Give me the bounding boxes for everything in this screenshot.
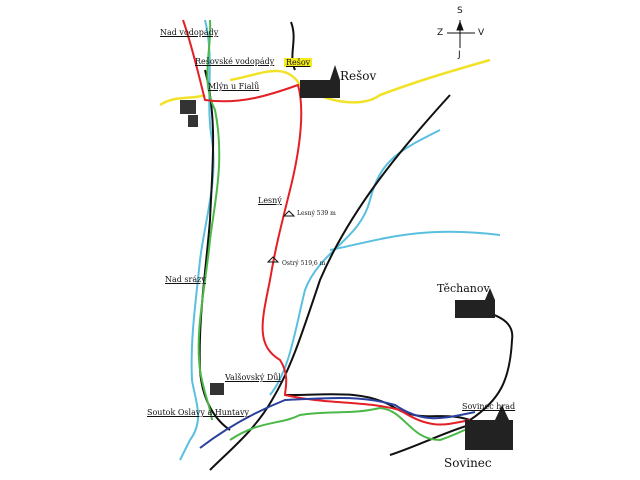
trail-red: [182, 19, 471, 426]
compass-east: V: [478, 28, 485, 38]
label-resov-town: Rešov: [340, 69, 377, 83]
label-valsovsky-dul: Valšovský Důl: [225, 373, 281, 382]
road-sovinec: [389, 424, 471, 456]
trail-yellow: [159, 58, 491, 107]
label-resovske-vodopady: Rešovské vodopády: [195, 57, 275, 66]
town-resov-icon: [300, 65, 340, 98]
label-lesny: Lesný: [258, 196, 282, 205]
label-nad-srazy: Nad srázy: [165, 275, 206, 284]
town-sovinec-icon: [465, 405, 513, 450]
building-icons: [180, 100, 224, 395]
label-sovinec-hrad: Sovinec hrad: [462, 402, 516, 411]
label-nad-vodopady: Nad vodopády: [160, 28, 219, 37]
trail-green: [197, 19, 476, 442]
label-peak-lesny: Lesný 539 m: [297, 210, 336, 217]
peak-lesny-icon: [282, 210, 296, 217]
river-oslava: [179, 19, 215, 461]
label-soutok: Soutok Oslavy a Huntavy: [147, 408, 250, 417]
label-mlyn-u-fialu: Mlýn u Fialů: [208, 82, 260, 91]
compass-south: J: [458, 50, 461, 60]
label-peak-ostry: Ostrý 519,6 m: [282, 260, 326, 267]
trail-blue: [199, 396, 476, 449]
compass-north: S: [457, 6, 463, 16]
compass-west: Z: [437, 28, 444, 38]
river-east: [269, 129, 441, 396]
label-techanov: Těchanov: [437, 282, 490, 295]
compass-icon: [447, 20, 475, 48]
label-resov-stop: Rešov: [284, 58, 313, 67]
road-east: [284, 309, 514, 422]
label-sovinec-town: Sovinec: [444, 456, 492, 470]
river-branch: [329, 230, 501, 251]
peak-ostry-icon: [266, 256, 280, 263]
town-techanov-icon: [455, 288, 495, 318]
